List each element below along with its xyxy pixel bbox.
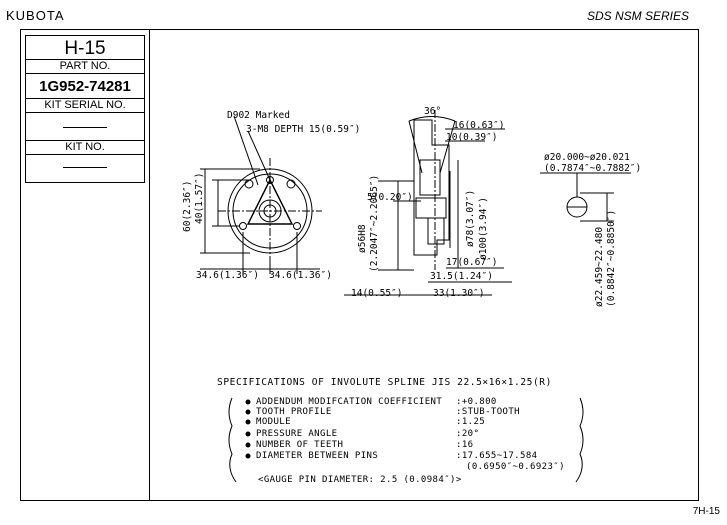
drawing-frame xyxy=(20,29,699,501)
spec-pins-inch: (0.6950″~0.6923″) xyxy=(466,462,565,472)
dim-33: 33(1.30″) xyxy=(433,288,484,299)
spec-label-addendum: ADDENDUM MODIFCATION COEFFICIENT xyxy=(256,397,443,407)
dim-40: 40(1.57″) xyxy=(194,173,205,224)
page-number: 7H-15 xyxy=(692,506,720,517)
model-name: H-15 xyxy=(64,38,106,59)
spline-spec-title: SPECIFICATIONS OF INVOLUTE SPLINE JIS 22… xyxy=(217,377,552,388)
dim-5: 5(0.20″) xyxy=(367,192,413,203)
dim-17: 17(0.67″) xyxy=(446,257,497,268)
dim-20: ø20.000~ø20.021 xyxy=(544,152,630,163)
dim-56h8: ø56H8 xyxy=(357,224,368,253)
marking-label: D902 Marked xyxy=(227,110,290,121)
spec-value-module: :1.25 xyxy=(456,417,486,427)
dim-78: ø78(3.07″) xyxy=(465,190,476,247)
kit-serial-value xyxy=(63,127,107,128)
dim-20-inch: (0.7874″~0.7882″) xyxy=(544,163,641,174)
dim-22-inch: (0.8842″~0.8850″) xyxy=(606,210,617,307)
angle-label: 36° xyxy=(424,106,441,117)
part-no-label: PART NO. xyxy=(59,60,111,72)
dim-56h8-inch: (2.2047″~2.2065″) xyxy=(369,175,380,272)
spec-label-module: MODULE xyxy=(256,417,291,427)
dim-14: 14(0.55″) xyxy=(351,288,402,299)
dim-16: 16(0.63″) xyxy=(453,120,504,131)
dim-10: 10(0.39″) xyxy=(446,132,497,143)
tap-label: 3-M8 DEPTH 15(0.59″) xyxy=(246,124,360,135)
series-name: SDS NSM SERIES xyxy=(586,9,689,23)
spec-label-teeth: NUMBER OF TEETH xyxy=(256,440,344,450)
kit-no-value xyxy=(63,167,107,168)
spec-value-tooth-profile: :STUB-TOOTH xyxy=(456,407,521,417)
spec-value-addendum: :+0.800 xyxy=(456,397,497,407)
spec-label-pressure-angle: PRESSURE ANGLE xyxy=(256,429,338,439)
dim-22: ø22.459~22.480 xyxy=(594,227,605,307)
kit-serial-label: KIT SERIAL NO. xyxy=(44,99,126,111)
dim-34-6-right: 34.6(1.36″) xyxy=(269,270,332,281)
spec-label-pins: DIAMETER BETWEEN PINS xyxy=(256,451,379,461)
kit-no-label: KIT NO. xyxy=(65,141,105,153)
dim-34-6-left: 34.6(1.36″) xyxy=(196,270,259,281)
spec-value-pins: :17.655~17.584 xyxy=(456,451,538,461)
spec-label-tooth-profile: TOOTH PROFILE xyxy=(256,407,332,417)
spec-value-pressure-angle: :20° xyxy=(456,429,480,439)
title-block-table xyxy=(25,35,145,183)
brand-name: KUBOTA xyxy=(6,8,65,23)
dim-100: ø100(3.94″) xyxy=(478,197,489,260)
title-block xyxy=(20,29,150,501)
part-number: 1G952-74281 xyxy=(39,78,131,95)
dim-31-5: 31.5(1.24″) xyxy=(430,271,493,282)
spec-value-teeth: :16 xyxy=(456,440,474,450)
gauge-pin-note: <GAUGE PIN DIAMETER: 2.5 (0.0984″)> xyxy=(258,475,462,485)
dim-60: 60(2.36″) xyxy=(182,181,193,232)
